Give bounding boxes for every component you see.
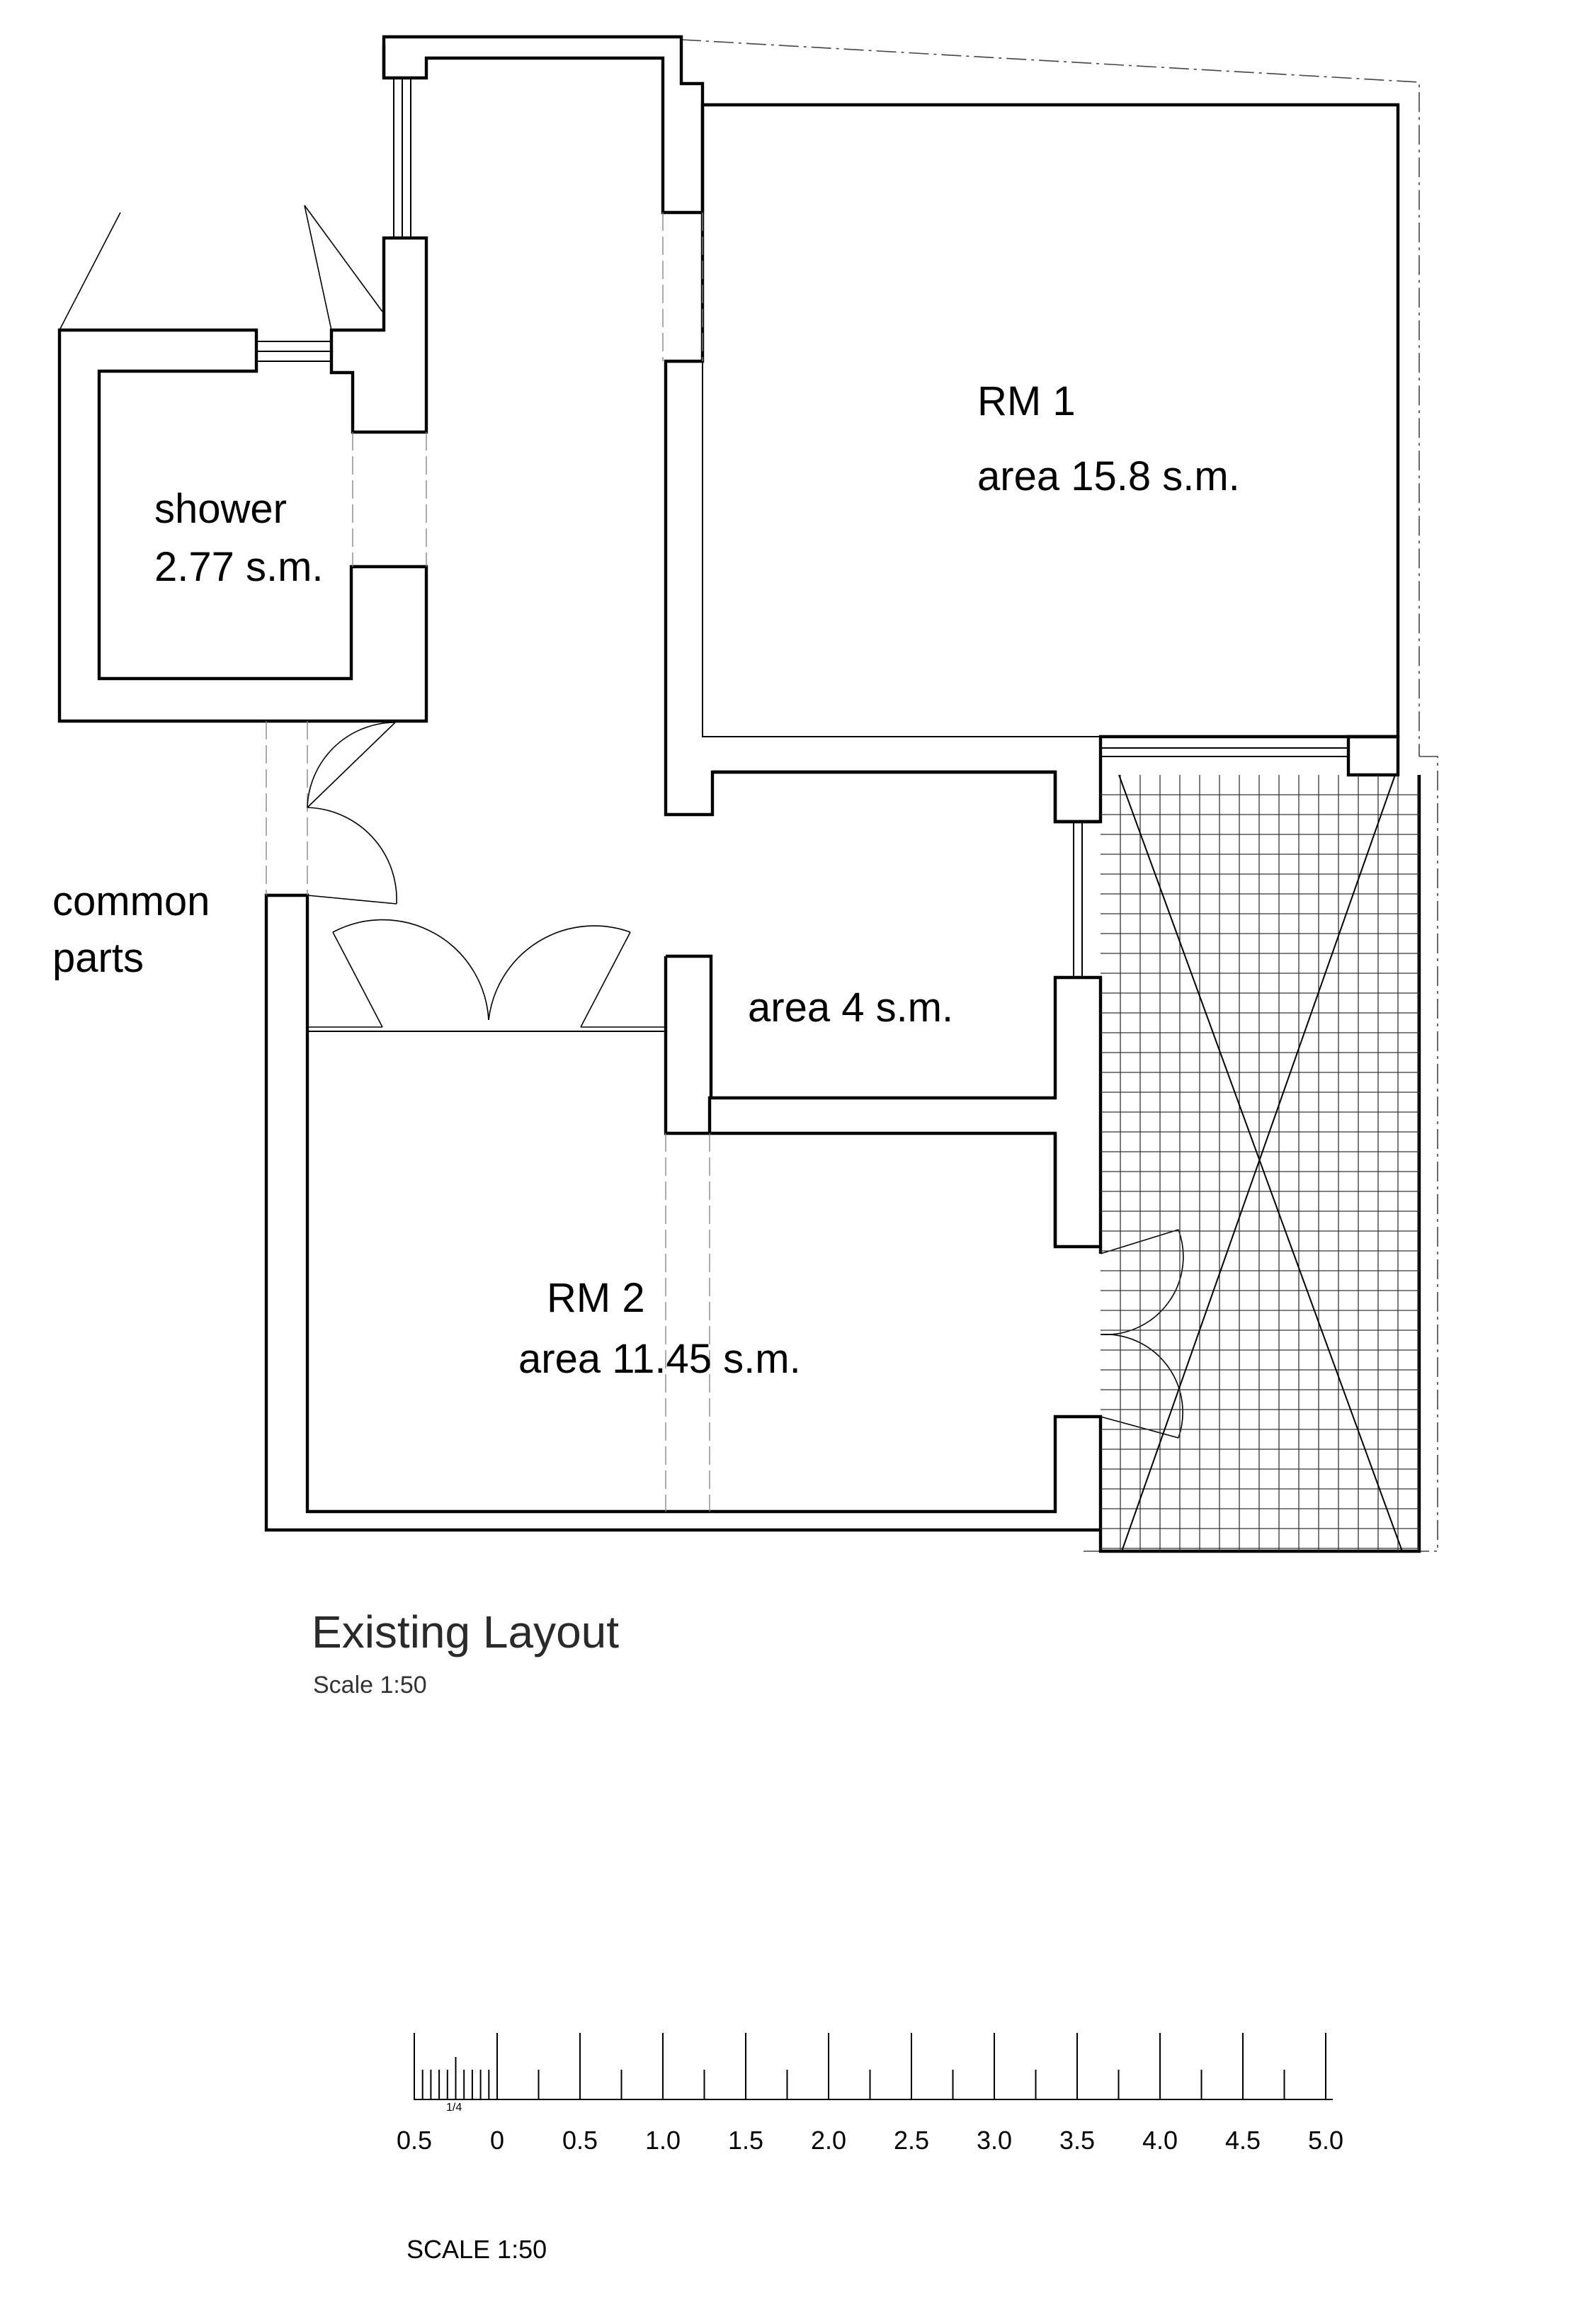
shower-name: shower [154,486,287,532]
scale-bar-label: 0 [490,2126,504,2155]
terrace-tiles [1101,774,1419,1552]
property-boundary [266,36,1438,1552]
scale-bar-label: 0.5 [397,2126,432,2155]
scale-bar: 1/4 SCALE 1:50 0.5 0 0.5 1.0 1.5 2.0 2.5 3.0 3.5… [397,2033,1343,2264]
drawing-title: Existing Layout [312,1606,619,1657]
small-room-area: area 4 s.m. [748,985,953,1031]
door-swings [59,205,1184,1439]
scale-bar-label: 3.0 [977,2126,1012,2155]
scale-bar-label: 0.5 [562,2126,598,2155]
scale-bar-caption: SCALE 1:50 [406,2235,547,2264]
scale-bar-label: 5.0 [1308,2126,1343,2155]
common-parts-line1: common [52,878,210,924]
scale-bar-label: 2.5 [894,2126,929,2155]
walls [57,35,1421,1553]
rm2-name: RM 2 [547,1275,645,1321]
rm1-area: area 15.8 s.m. [977,453,1240,499]
scale-bar-label: 2.0 [811,2126,846,2155]
common-parts-line2: parts [52,935,144,981]
shower-area: 2.77 s.m. [154,544,324,590]
scale-bar-label: 3.5 [1059,2126,1095,2155]
scale-bar-label: 1.5 [728,2126,763,2155]
drawing-scale-note: Scale 1:50 [313,1672,427,1699]
rm2-area: area 11.45 s.m. [518,1336,801,1382]
scale-bar-label: 4.0 [1142,2126,1178,2155]
scale-bar-fraction: 1/4 [446,2102,462,2114]
dashed-partitions [266,212,710,1512]
scale-bar-label: 1.0 [645,2126,681,2155]
scale-bar-label: 4.5 [1225,2126,1261,2155]
windows [256,78,1348,977]
rm1-name: RM 1 [977,378,1076,424]
